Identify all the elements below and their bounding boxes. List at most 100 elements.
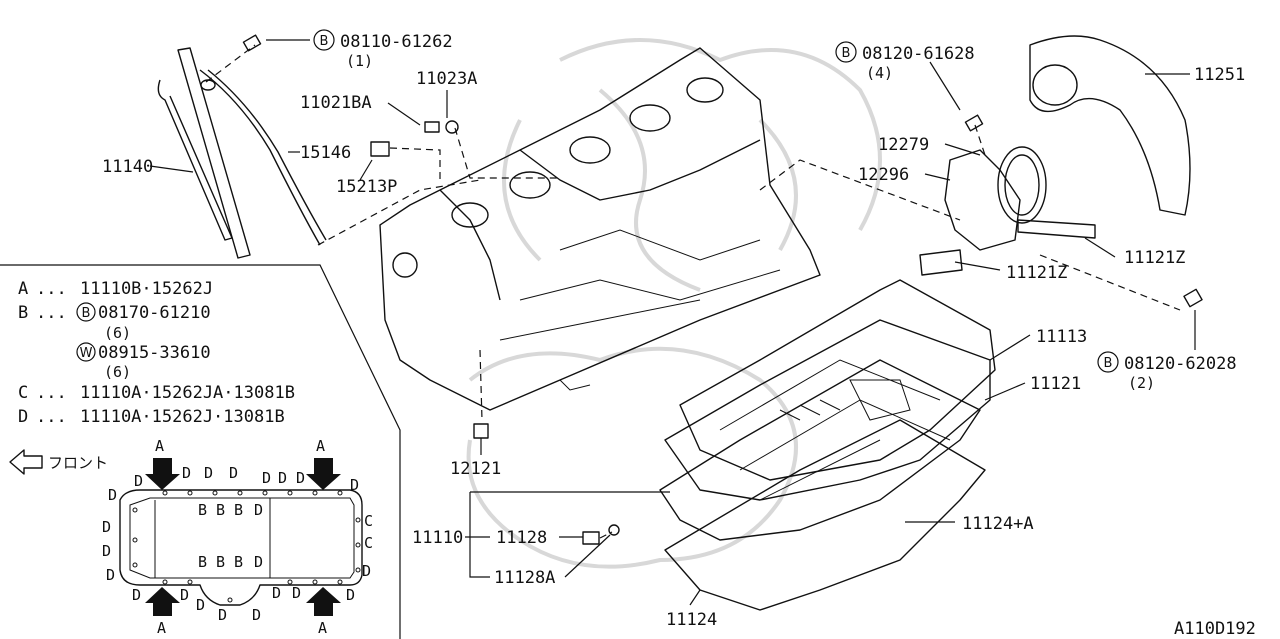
marker-d: D (204, 464, 213, 482)
callout-15213p: 15213P (336, 177, 397, 197)
marker-a-bottom-right: A (318, 619, 327, 637)
callout-11124: 11124 (666, 610, 717, 630)
schematic-markers: A A A A D D D D D D D D D D D D D D D D … (102, 437, 373, 637)
marker-d: D (254, 501, 263, 519)
marker-d: D (180, 586, 189, 604)
marker-d: D (106, 566, 115, 584)
callout-11140: 11140 (102, 157, 153, 177)
marker-d: D (272, 584, 281, 602)
marker-d: D (254, 553, 263, 571)
callout-08120-61628: 08120-61628 (862, 44, 975, 64)
callout-11121z-lower: 11121Z (1006, 263, 1067, 283)
legend-value-c: 11110A·15262JA·13081B (80, 383, 295, 403)
marker-b: B (216, 501, 225, 519)
small-fittings (242, 34, 1203, 545)
marker-d: D (252, 606, 261, 624)
marker-d: D (218, 606, 227, 624)
front-direction: フロント (9, 449, 108, 475)
legend-dots-b: ... (36, 303, 67, 323)
marker-b: B (234, 501, 243, 519)
marker-b: B (234, 553, 243, 571)
diagram-code: A110D192 (1174, 619, 1256, 639)
bolt-holes (132, 490, 361, 603)
bolt-circle-b (76, 302, 96, 322)
callout-prefix: B (842, 46, 851, 61)
marker-d: D (278, 469, 287, 487)
legend-dots-a: ... (36, 279, 67, 299)
dashed-pointer-lines (205, 44, 1181, 539)
callout-11023a: 11023A (416, 69, 477, 89)
callout-15146: 15146 (300, 143, 351, 163)
legend-qty-b: (6) (104, 324, 131, 342)
callout-11110: 11110 (412, 528, 463, 548)
marker-c: C (364, 534, 373, 552)
legend-value-d: 11110A·15262J·13081B (80, 407, 285, 427)
callout-11121: 11121 (1030, 374, 1081, 394)
marker-d: D (182, 464, 191, 482)
marker-d: D (262, 469, 271, 487)
cylinder-block (379, 47, 821, 411)
marker-a-bottom-left: A (157, 619, 166, 637)
dipstick-assembly (157, 47, 327, 259)
oil-pan-assembly (659, 279, 996, 611)
callout-qty: (1) (346, 52, 373, 70)
callout-08120-62028: 08120-62028 (1124, 354, 1237, 374)
marker-c: C (364, 512, 373, 530)
marker-a-top-right: A (316, 437, 325, 455)
bolt-circle-icon (835, 41, 857, 63)
callout-11251: 11251 (1194, 65, 1245, 85)
legend-panel (0, 264, 401, 639)
callout-11128: 11128 (496, 528, 547, 548)
callout-qty: (2) (1128, 374, 1155, 392)
legend-qty-w: (6) (104, 363, 131, 381)
marker-d: D (350, 476, 359, 494)
marker-d: D (108, 486, 117, 504)
callout-11121z: 11121Z (1124, 248, 1185, 268)
bolt-symbol-b: B (82, 306, 91, 321)
marker-d: D (102, 542, 111, 560)
callout-11128a: 11128A (494, 568, 555, 588)
legend-key-b: B (18, 303, 28, 323)
callout-12279: 12279 (878, 135, 929, 155)
washer-circle-w (76, 342, 96, 362)
legend-key-d: D (18, 407, 28, 427)
callout-11021ba: 11021BA (300, 93, 372, 113)
rear-plate (1029, 35, 1191, 216)
washer-symbol-w: W (80, 346, 93, 361)
rear-seal-retainer (919, 146, 1096, 276)
marker-d: D (132, 586, 141, 604)
legend-rows: A ... 11110B·15262J B ... B 08170-61210 … (18, 279, 295, 427)
callout-qty: (4) (866, 64, 893, 82)
callout-prefix: B (1104, 356, 1113, 371)
marker-a-top-left: A (155, 437, 164, 455)
bolt-circle-icon (1097, 351, 1119, 373)
marker-d: D (292, 584, 301, 602)
marker-d: D (296, 469, 305, 487)
leader-lines (149, 39, 1196, 606)
legend-value-w: 08915-33610 (98, 343, 211, 363)
front-arrow-icon (9, 449, 43, 475)
callout-prefix: B (320, 34, 329, 49)
callout-11113: 11113 (1036, 327, 1087, 347)
front-label: フロント (48, 454, 108, 472)
legend-key-a: A (18, 279, 28, 299)
callout-12121: 12121 (450, 459, 501, 479)
legend-key-c: C (18, 383, 28, 403)
callout-11124a: 11124+A (962, 514, 1034, 534)
callout-08110-61262: 08110-61262 (340, 32, 453, 52)
marker-d: D (229, 464, 238, 482)
legend-value-a: 11110B·15262J (80, 279, 213, 299)
marker-d: D (134, 472, 143, 490)
bolt-circle-icon (313, 29, 335, 51)
bolt-pattern-schematic: A A A A D D D D D D D D D D D D D D D D … (102, 437, 373, 637)
marker-b: B (198, 501, 207, 519)
marker-b: B (216, 553, 225, 571)
marker-b: B (198, 553, 207, 571)
watermark-emblem (466, 38, 882, 569)
marker-d: D (102, 518, 111, 536)
marker-d: D (196, 596, 205, 614)
marker-d: D (346, 586, 355, 604)
legend-dots-c: ... (36, 383, 67, 403)
